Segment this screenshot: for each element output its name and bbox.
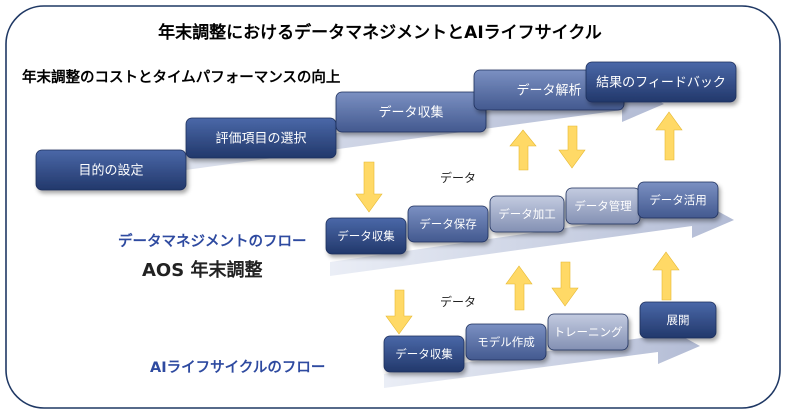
bottom-step-4: 展開 <box>639 301 717 339</box>
top-step-box <box>585 61 737 103</box>
middle-track-arrow <box>330 196 734 276</box>
connector-arrows <box>355 111 683 335</box>
diagram-title: 年末調整におけるデータマネジメントとAIライフサイクル <box>158 22 602 43</box>
middle-step-label: データ加工 <box>498 207 556 221</box>
top-step-label: 目的の設定 <box>78 163 143 179</box>
middle-step-box <box>489 195 565 233</box>
bottom-step-box <box>639 301 717 339</box>
top-step-label: データ解析 <box>516 83 581 99</box>
ai-flow-label: AIライフサイクルのフロー <box>150 359 325 376</box>
middle-step-3: データ加工 <box>489 195 565 233</box>
top-step-label: 結果のフィードバック <box>596 76 726 91</box>
bottom-step-box <box>547 313 629 351</box>
down-arrow-from-management <box>551 261 579 307</box>
bottom-step-label: データ収集 <box>395 347 453 361</box>
up-arrow-to-analysis <box>509 129 537 171</box>
step-boxes: 目的の設定評価項目の選択データ収集データ解析結果のフィードバックデータ収集データ… <box>35 61 737 373</box>
product-name: AOS 年末調整 <box>142 259 262 281</box>
bottom-step-box <box>383 335 465 373</box>
middle-step-label: データ管理 <box>574 199 632 213</box>
up-arrow-to-processing <box>505 265 533 311</box>
up-arrow-to-utilization <box>652 251 680 301</box>
middle-step-box <box>637 181 719 219</box>
top-step-5: 結果のフィードバック <box>585 61 737 103</box>
bottom-step-3: トレーニング <box>547 313 629 351</box>
management-flow-label: データマネジメントのフロー <box>118 232 307 250</box>
top-step-box <box>185 117 337 159</box>
middle-step-2: データ保存 <box>407 205 489 243</box>
middle-step-5: データ活用 <box>637 181 719 219</box>
middle-step-label: データ保存 <box>419 217 477 231</box>
data-label-bottom: データ <box>440 294 476 309</box>
data-label-top: データ <box>440 170 476 185</box>
top-step-box <box>35 149 187 191</box>
bottom-step-2: モデル作成 <box>465 323 547 361</box>
middle-step-4: データ管理 <box>565 187 641 225</box>
bottom-step-1: データ収集 <box>383 335 465 373</box>
down-arrow-data-to-management <box>355 161 383 213</box>
down-arrow-management-to-ai <box>385 289 413 335</box>
bottom-step-label: 展開 <box>667 313 690 327</box>
down-arrow-from-analysis <box>558 125 586 169</box>
middle-step-label: データ活用 <box>649 193 707 207</box>
top-step-label: 評価項目の選択 <box>215 132 306 147</box>
diagram-subtitle: 年末調整のコストとタイムパフォーマンスの向上 <box>22 68 341 86</box>
top-step-1: 目的の設定 <box>35 149 187 191</box>
top-step-2: 評価項目の選択 <box>185 117 337 159</box>
bottom-step-box <box>465 323 547 361</box>
top-step-box <box>335 91 487 133</box>
middle-step-box <box>407 205 489 243</box>
middle-step-label: データ収集 <box>337 229 395 243</box>
top-step-label: データ収集 <box>378 105 443 121</box>
bottom-step-label: モデル作成 <box>477 335 535 349</box>
top-step-3: データ収集 <box>335 91 487 133</box>
middle-step-1: データ収集 <box>325 217 407 255</box>
top-track-arrow <box>40 78 664 190</box>
bottom-step-label: トレーニング <box>554 325 623 339</box>
up-arrow-to-feedback <box>655 111 683 161</box>
middle-step-box <box>325 217 407 255</box>
